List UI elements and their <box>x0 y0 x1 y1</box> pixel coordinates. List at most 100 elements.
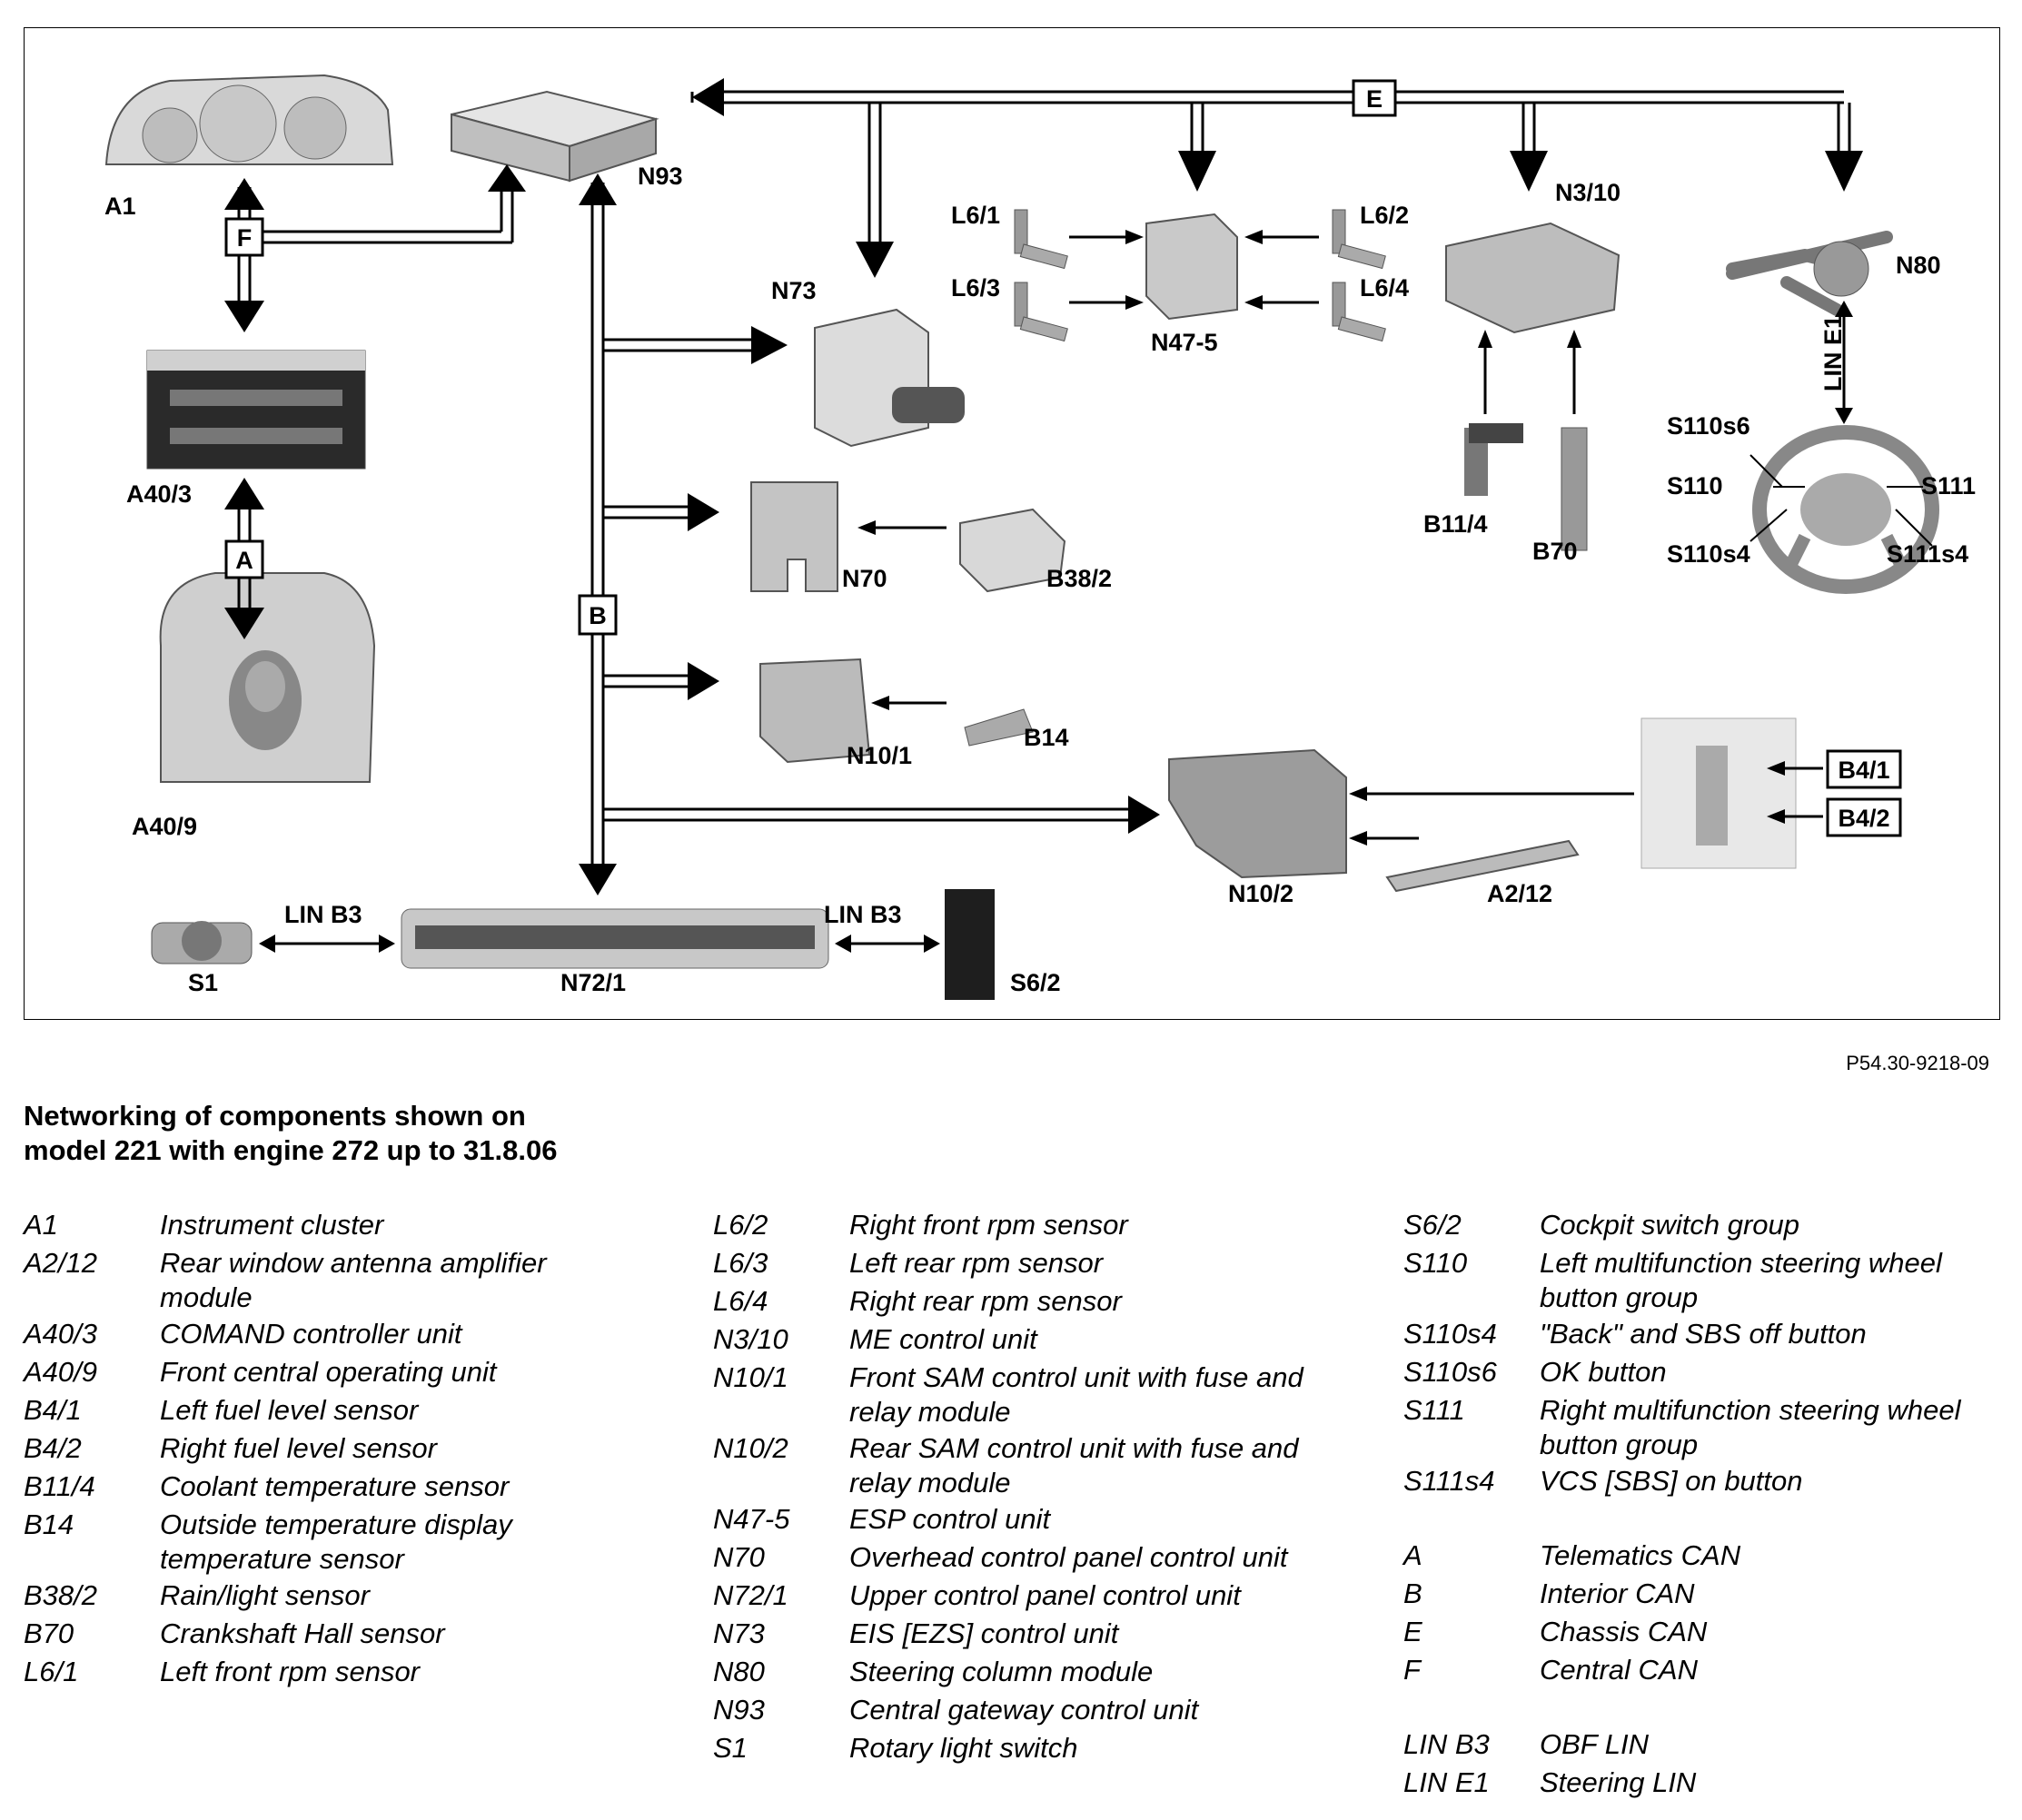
central-can-line <box>237 187 514 314</box>
upper-control-panel-image <box>401 908 829 969</box>
eis-control-unit-image <box>814 308 965 448</box>
legend-code: B11/4 <box>24 1470 95 1502</box>
label-n80: N80 <box>1896 252 1941 279</box>
legend-description: Left front rpm sensor <box>160 1656 421 1687</box>
coolant-temperature-sensor-image <box>1464 423 1523 496</box>
legend-description: Crankshaft Hall sensor <box>160 1617 445 1649</box>
legend-code: N10/2 <box>713 1432 788 1464</box>
rpm-sensor-l6-3-image <box>1014 282 1068 342</box>
label-a2-12: A2/12 <box>1487 880 1552 907</box>
legend-entry: LIN E1 Steering LIN <box>1403 1764 2012 1802</box>
cockpit-switch-group-image <box>945 889 995 1000</box>
steering-wheel-leaders <box>1749 454 1933 547</box>
legend-entry: B4/2 Right fuel level sensor <box>24 1429 678 1468</box>
bus-label-A: A <box>224 539 264 579</box>
legend-description: Steering LIN <box>1540 1766 1697 1798</box>
legend-description: Right front rpm sensor <box>849 1209 1128 1241</box>
legend-code: N72/1 <box>713 1579 788 1611</box>
label-n10-1: N10/1 <box>847 742 912 769</box>
bus-label-F: F <box>224 217 264 257</box>
front-sam-control-unit-image <box>759 658 871 764</box>
label-b14: B14 <box>1024 724 1069 751</box>
legend-code: S111s4 <box>1403 1465 1495 1497</box>
network-diagram: E F A B B4/1 B4/2 A1 N93 A40/3 A40/9 N73… <box>24 27 2000 1020</box>
legend-description: Central CAN <box>1540 1654 1698 1686</box>
figure-id: P54.30-9218-09 <box>1846 1052 1989 1074</box>
legend-code: LIN E1 <box>1403 1766 1490 1798</box>
title-line-1: Networking of components shown on <box>24 1100 526 1132</box>
outside-temperature-sensor-image <box>964 708 1034 747</box>
legend-description: Cockpit switch group <box>1540 1209 1800 1241</box>
esp-control-unit-image <box>1145 213 1238 321</box>
me-control-unit-image <box>1445 222 1621 334</box>
legend-description: Overhead control panel control unit <box>849 1541 1288 1573</box>
rain-light-sensor-image <box>959 508 1066 593</box>
legend-description: ESP control unit <box>849 1503 1051 1535</box>
label-n72-1: N72/1 <box>560 969 626 996</box>
label-box-b4-1: B4/1 <box>1826 749 1902 789</box>
network-diagram-svg: E F A B B4/1 B4/2 A1 N93 A40/3 A40/9 N73… <box>104 74 1976 1000</box>
legend-description: Central gateway control unit <box>849 1694 1199 1726</box>
legend-code: F <box>1403 1654 1421 1686</box>
legend-code: LIN B3 <box>1403 1728 1490 1760</box>
legend-description: OK button <box>1540 1356 1667 1388</box>
label-n73: N73 <box>771 277 817 304</box>
legend-code: A40/9 <box>24 1356 98 1388</box>
legend-description: Left rear rpm sensor <box>849 1247 1104 1279</box>
bus-label-B: B <box>578 594 618 636</box>
legend-entry: N10/1 Front SAM control unit with fuse an… <box>713 1359 1367 1429</box>
legend-code: S6/2 <box>1403 1209 1462 1241</box>
interior-can-line <box>590 183 1128 882</box>
legend-description: Rear window antenna amplifier module <box>160 1247 547 1313</box>
label-lin-e1: LIN E1 <box>1819 315 1847 391</box>
label-n93: N93 <box>638 163 683 190</box>
legend-description: Right fuel level sensor <box>160 1432 437 1464</box>
legend-description: Front SAM control unit with fuse and rel… <box>849 1361 1303 1428</box>
steering-wheel-image <box>1752 425 1939 594</box>
label-s111s4: S111s4 <box>1887 540 1968 568</box>
legend-code: N10/1 <box>713 1361 788 1393</box>
figure-title: Networking of components shown on model … <box>24 1099 557 1168</box>
overhead-control-panel-image <box>750 481 838 592</box>
legend-description: Telematics CAN <box>1540 1539 1741 1571</box>
legend-entry: L6/1 Left front rpm sensor <box>24 1653 678 1691</box>
legend-description: Outside temperature display temperature … <box>160 1508 512 1575</box>
rotary-light-switch-image <box>151 921 253 964</box>
rpm-sensor-l6-1-image <box>1014 209 1068 270</box>
legend-description: Instrument cluster <box>160 1209 384 1241</box>
rear-sam-control-unit-image <box>1168 748 1347 879</box>
label-l6-3: L6/3 <box>951 274 1000 302</box>
legend-code: E <box>1403 1616 1422 1647</box>
legend-entry: F Central CAN <box>1403 1651 2012 1689</box>
comand-controller-image <box>146 350 366 470</box>
legend-code: B14 <box>24 1508 74 1540</box>
legend-entry: N72/1 Upper control panel control unit <box>713 1577 1367 1615</box>
label-a1: A1 <box>104 193 136 220</box>
bus-letter-a: A <box>235 547 253 574</box>
legend-description: Upper control panel control unit <box>849 1579 1241 1611</box>
label-s111: S111 <box>1921 472 1976 500</box>
legend-code: A <box>1403 1539 1422 1571</box>
legend-code: B4/2 <box>24 1432 82 1464</box>
legend-code: L6/1 <box>24 1656 79 1687</box>
gateway-module-image <box>451 90 659 183</box>
legend-description: Rain/light sensor <box>160 1579 370 1611</box>
label-l6-2: L6/2 <box>1360 202 1409 229</box>
